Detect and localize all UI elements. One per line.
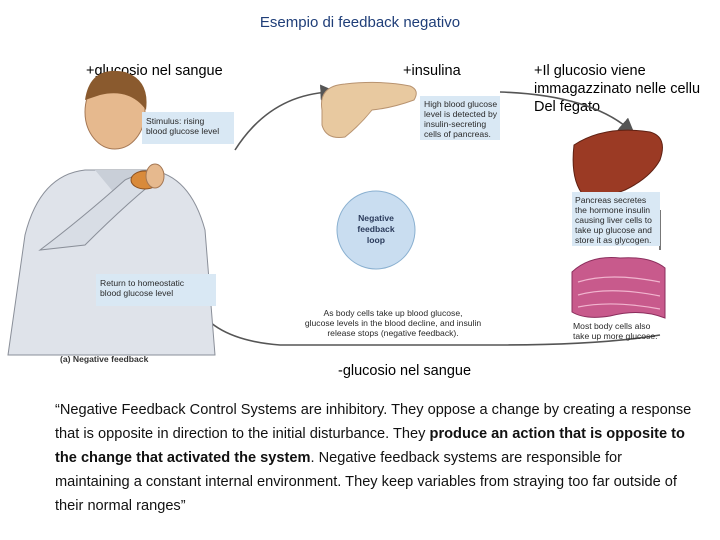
liver-line4: take up glucose and [575, 225, 652, 235]
quote-bold: produce an action that is opposite to th… [55, 426, 685, 466]
pancreas-line1: High blood glucose [424, 99, 498, 109]
quote-paragraph: “Negative Feedback Control Systems are i… [55, 398, 695, 518]
pancreas-line2: level is detected by [424, 109, 498, 119]
liver-note: Pancreas secretes the hormone insulin ca… [575, 195, 652, 245]
label-glucose-stored-line2: immagazzinato nelle cellu [534, 81, 701, 97]
return-line2: blood glucose level [100, 288, 174, 298]
stimulus-box: Stimulus: rising blood glucose level [146, 116, 219, 136]
arrow-pancreas-to-liver [499, 91, 635, 135]
label-glucose-stored-line1: +Il glucosio viene [534, 63, 646, 79]
liver-illustration [572, 129, 663, 198]
pancreas-note: High blood glucose level is detected by … [424, 99, 497, 139]
loop-line3: loop [366, 235, 386, 245]
label-glucose-down: -glucosio nel sangue [338, 363, 472, 379]
arrow-stimulus-to-pancreas [234, 84, 337, 151]
liver-line5: store it as glycogen. [575, 235, 652, 245]
feedback-loop-circle [336, 190, 416, 270]
figure-caption: (a) Negative feedback [60, 354, 149, 364]
person-eating-illustration [7, 70, 216, 356]
stimulus-line2: blood glucose level [146, 126, 220, 136]
loop-line1: Negative [358, 213, 394, 223]
loop-line2: feedback [357, 224, 395, 234]
label-insulin: +insulina [403, 63, 461, 79]
return-box: Return to homeostatic blood glucose leve… [100, 278, 184, 298]
quote-part1: “Negative Feedback Control Systems are i… [55, 402, 692, 442]
liver-line2: the hormone insulin [575, 205, 651, 215]
page-title: Esempio di feedback negativo [259, 14, 461, 31]
body-tissue-illustration [571, 257, 666, 319]
pancreas-line3: insulin-secreting [424, 119, 487, 129]
loop-label: Negative feedback loop [337, 213, 415, 246]
pancreas-line4: cells of pancreas. [424, 129, 491, 139]
return-line1: Return to homeostatic [100, 278, 185, 288]
quote-part2: . Negative feedback systems are responsi… [55, 450, 677, 514]
decline-line1: As body cells take up blood glucose, [323, 308, 463, 318]
body-line2: take up more glucose. [573, 331, 658, 341]
liver-line3: causing liver cells to [575, 215, 652, 225]
liver-line1: Pancreas secretes [575, 195, 647, 205]
body-cells-note: Most body cells also take up more glucos… [573, 321, 658, 341]
decline-note: As body cells take up blood glucose, glu… [288, 308, 498, 338]
decline-line3: release stops (negative feedback). [327, 328, 459, 338]
body-line1: Most body cells also [573, 321, 651, 331]
stimulus-line1: Stimulus: rising [146, 116, 205, 126]
pancreas-illustration [320, 81, 417, 138]
label-glucose-stored-line3: Del fegato [534, 99, 601, 115]
label-glucose-stored: +Il glucosio viene immagazzinato nelle c… [534, 62, 720, 116]
arrow-body-to-return [192, 299, 661, 346]
decline-line2: glucose levels in the blood decline, and… [304, 318, 482, 328]
